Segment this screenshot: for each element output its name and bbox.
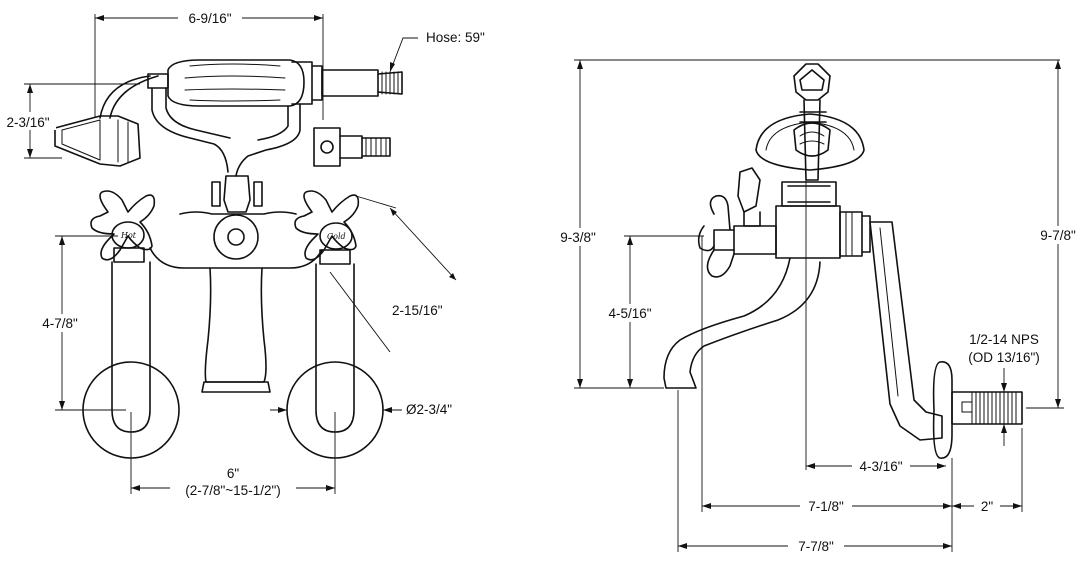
handshower-handle: [147, 59, 403, 107]
svg-text:4-5/16": 4-5/16": [608, 306, 651, 321]
svg-text:Hose: 59": Hose: 59": [426, 30, 485, 45]
dim-overall-depth: 7-7/8": [677, 390, 952, 554]
side-handshower: [755, 63, 865, 181]
svg-text:4-7/8": 4-7/8": [42, 316, 78, 331]
dim-spout-height: 4-5/16": [598, 235, 704, 388]
cold-cross-handle: Cold: [294, 190, 360, 265]
dim-hose-length: Hose: 59": [389, 30, 485, 73]
svg-text:9-3/8": 9-3/8": [560, 230, 596, 245]
dim-handshower-height: 2-3/16": [2, 83, 140, 159]
hose-outlet: [313, 127, 391, 167]
dim-leg-offset: 4-3/16": [805, 180, 946, 474]
cradle-arm: [99, 75, 159, 119]
svg-text:7-1/8": 7-1/8": [808, 499, 844, 514]
front-view: Hot Cold 6-9/16": [2, 8, 485, 498]
svg-text:4-3/16": 4-3/16": [859, 459, 902, 474]
handshower-head: [54, 115, 141, 167]
svg-text:1/2-14 NPS: 1/2-14 NPS: [969, 332, 1039, 347]
dim-center-spacing: 6" (2-7/8"~15-1/2"): [130, 412, 336, 498]
hot-label: Hot: [120, 231, 137, 240]
dim-body-depth: 7-1/8": [701, 236, 1023, 552]
cradle-support: [151, 87, 301, 177]
svg-text:Ø2-3/4": Ø2-3/4": [406, 402, 452, 417]
svg-text:9-7/8": 9-7/8": [1040, 228, 1076, 243]
svg-text:6": 6": [227, 466, 240, 481]
side-body: [775, 181, 871, 259]
dim-leg-height: 4-7/8": [34, 235, 126, 411]
dim-overall-width: 6-9/16": [94, 8, 324, 120]
side-shank: [932, 361, 1023, 459]
dim-overall-height-right: 9-7/8": [1026, 60, 1084, 409]
side-spout: [663, 257, 821, 389]
dim-shank-length: 2": [952, 498, 1022, 514]
svg-text:7-7/8": 7-7/8": [798, 539, 834, 554]
svg-text:(OD 13/16"): (OD 13/16"): [968, 350, 1040, 365]
diverter-body: [149, 175, 323, 393]
svg-text:2-15/16": 2-15/16": [392, 303, 443, 318]
side-view: 9-3/8" 4-5/16" 9-7/8" 1/2-14 NPS (OD 13/…: [552, 59, 1084, 554]
side-lever: [697, 167, 777, 278]
dim-flange-diameter: Ø2-3/4": [270, 402, 452, 417]
dim-handle-reach: 2-15/16": [329, 195, 457, 353]
hot-cross-handle: Hot: [90, 190, 156, 263]
dim-thread-spec: 1/2-14 NPS (OD 13/16"): [968, 332, 1040, 446]
svg-text:2": 2": [981, 499, 994, 514]
side-wall-leg: [869, 221, 943, 441]
svg-text:2-3/16": 2-3/16": [6, 115, 49, 130]
cold-label: Cold: [327, 232, 346, 241]
dim-overall-height-left: 9-3/8": [552, 59, 1060, 389]
svg-text:(2-7/8"~15-1/2"): (2-7/8"~15-1/2"): [185, 483, 281, 498]
svg-text:6-9/16": 6-9/16": [188, 11, 231, 26]
